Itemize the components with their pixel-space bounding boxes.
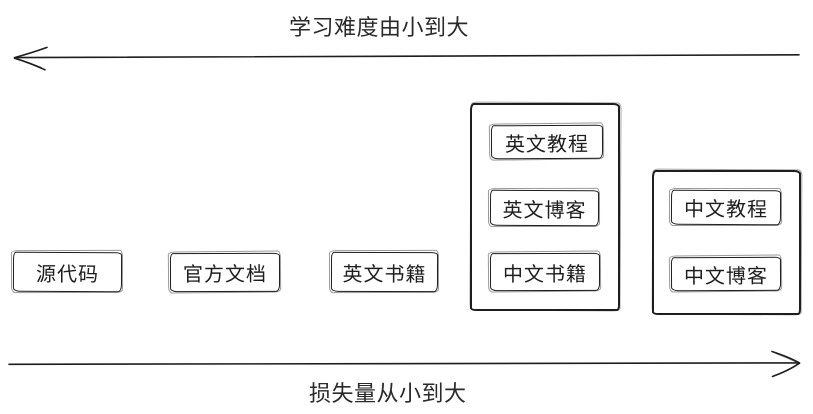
node-official-docs-label: 官方文档: [182, 263, 268, 287]
node-chinese-tutorial-label: 中文教程: [683, 198, 769, 222]
node-group-chinese-resources: 中文教程 中文博客: [652, 170, 801, 315]
node-chinese-tutorial: 中文教程: [670, 189, 782, 226]
node-source-code-label: 源代码: [35, 263, 100, 286]
left-arrow: [13, 46, 800, 71]
left-arrow-head-upper: [13, 46, 48, 59]
node-english-blog: 英文博客: [489, 189, 600, 227]
left-arrow-line: [15, 54, 800, 59]
right-arrow-head-lower: [771, 362, 801, 378]
node-chinese-book-label: 中文书籍: [502, 263, 588, 286]
node-english-books: 英文书籍: [330, 251, 439, 293]
node-chinese-book: 中文书籍: [489, 252, 601, 292]
loss-axis-label: 损失量从小到大: [309, 381, 467, 406]
right-arrow-head-ghost: [775, 352, 797, 363]
difficulty-axis-label: 学习难度由小到大: [289, 15, 470, 40]
right-arrow: [8, 350, 801, 378]
node-english-tutorial-label: 英文教程: [504, 133, 590, 156]
node-english-books-label: 英文书籍: [342, 263, 427, 286]
right-arrow-head-upper: [771, 350, 801, 364]
node-chinese-blog: 中文博客: [670, 256, 782, 292]
left-arrow-head-ghost: [17, 58, 43, 69]
left-arrow-head-lower: [13, 57, 46, 71]
node-chinese-blog-label: 中文博客: [683, 265, 769, 288]
node-english-tutorial: 英文教程: [490, 124, 604, 160]
node-english-blog-label: 英文博客: [502, 199, 587, 222]
node-source-code: 源代码: [12, 251, 123, 293]
right-arrow-line: [8, 362, 800, 366]
node-group-english-resources: 英文教程 英文博客 中文书籍: [470, 103, 620, 311]
node-official-docs: 官方文档: [169, 252, 281, 293]
